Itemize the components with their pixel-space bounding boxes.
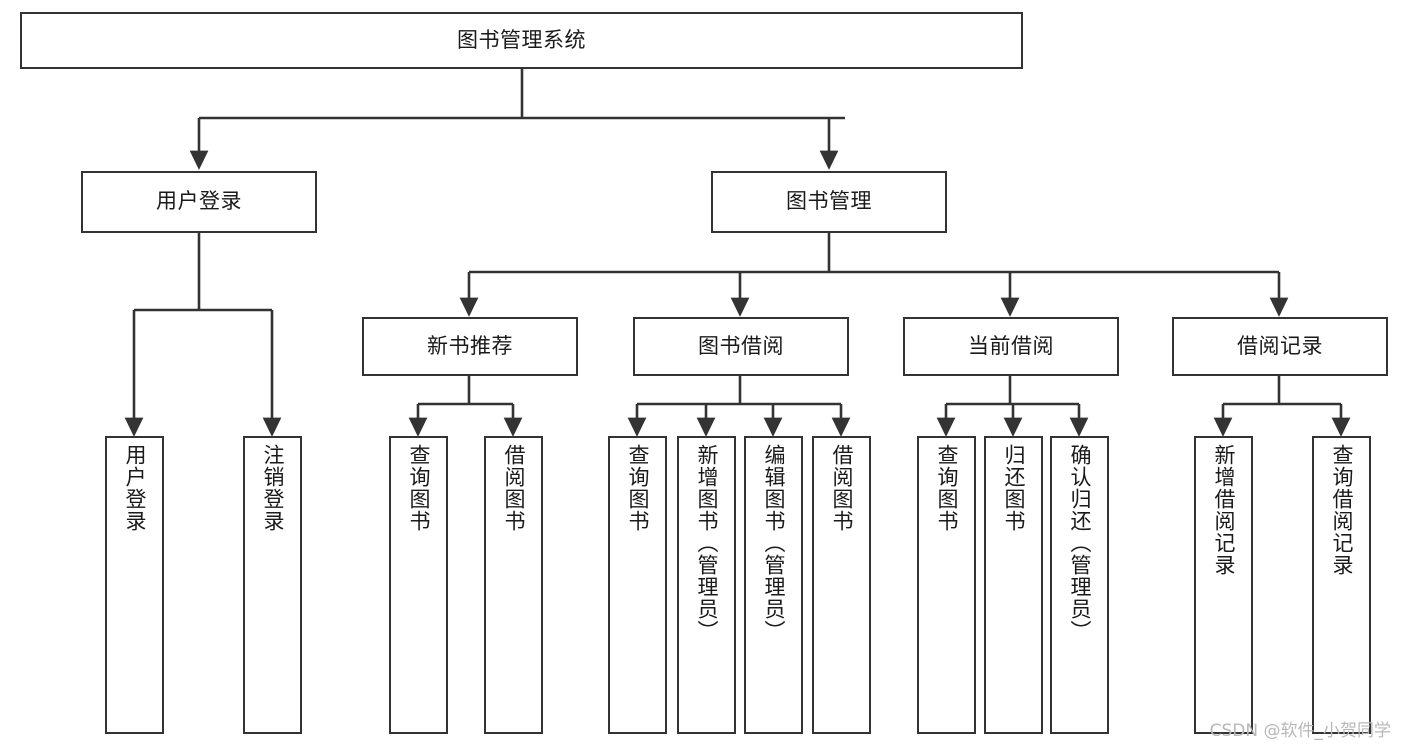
node-leaf-query-book-3-label: 查询图书: [935, 444, 959, 532]
node-leaf-confirm-return[interactable]: 确认归还（管理员）: [1050, 436, 1109, 734]
node-leaf-add-record-label: 新增借阅记录: [1212, 444, 1236, 576]
node-leaf-borrow-book-2-label: 借阅图书: [830, 444, 854, 532]
node-book-manage[interactable]: 图书管理: [711, 171, 947, 233]
node-leaf-borrow-book-1[interactable]: 借阅图书: [484, 436, 543, 734]
node-leaf-user-login[interactable]: 用户登录: [105, 436, 164, 734]
node-leaf-user-login-label: 用户登录: [123, 444, 147, 532]
node-current-borrow-label: 当前借阅: [968, 333, 1054, 358]
node-book-borrow[interactable]: 图书借阅: [633, 317, 849, 376]
node-book-manage-label: 图书管理: [786, 189, 872, 214]
node-leaf-borrow-book-1-label: 借阅图书: [502, 444, 526, 532]
node-leaf-return-book[interactable]: 归还图书: [984, 436, 1043, 734]
node-leaf-add-book-label: 新增图书（管理员）: [695, 444, 719, 642]
node-leaf-logout-label: 注销登录: [261, 444, 285, 532]
node-borrow-record-label: 借阅记录: [1237, 333, 1323, 358]
node-leaf-query-book-2-label: 查询图书: [626, 444, 650, 532]
node-leaf-edit-book-label: 编辑图书（管理员）: [762, 444, 786, 642]
node-leaf-query-record[interactable]: 查询借阅记录: [1312, 436, 1371, 734]
node-user-login-label: 用户登录: [156, 189, 242, 214]
node-leaf-query-book-1[interactable]: 查询图书: [389, 436, 448, 734]
node-leaf-borrow-book-2[interactable]: 借阅图书: [812, 436, 871, 734]
node-leaf-add-record[interactable]: 新增借阅记录: [1194, 436, 1253, 734]
node-leaf-query-book-2[interactable]: 查询图书: [608, 436, 667, 734]
node-user-login[interactable]: 用户登录: [81, 171, 317, 233]
node-new-book-recommend-label: 新书推荐: [427, 333, 513, 358]
node-current-borrow[interactable]: 当前借阅: [903, 317, 1119, 376]
node-new-book-recommend[interactable]: 新书推荐: [362, 317, 578, 376]
node-leaf-query-record-label: 查询借阅记录: [1330, 444, 1354, 576]
node-root-label: 图书管理系统: [457, 27, 586, 52]
node-leaf-confirm-return-label: 确认归还（管理员）: [1068, 444, 1092, 642]
node-root[interactable]: 图书管理系统: [20, 12, 1023, 69]
node-leaf-query-book-1-label: 查询图书: [407, 444, 431, 532]
node-book-borrow-label: 图书借阅: [698, 333, 784, 358]
node-borrow-record[interactable]: 借阅记录: [1172, 317, 1388, 376]
node-leaf-return-book-label: 归还图书: [1002, 444, 1026, 532]
node-leaf-logout[interactable]: 注销登录: [243, 436, 302, 734]
node-leaf-add-book[interactable]: 新增图书（管理员）: [677, 436, 736, 734]
node-leaf-edit-book[interactable]: 编辑图书（管理员）: [744, 436, 803, 734]
node-leaf-query-book-3[interactable]: 查询图书: [917, 436, 976, 734]
